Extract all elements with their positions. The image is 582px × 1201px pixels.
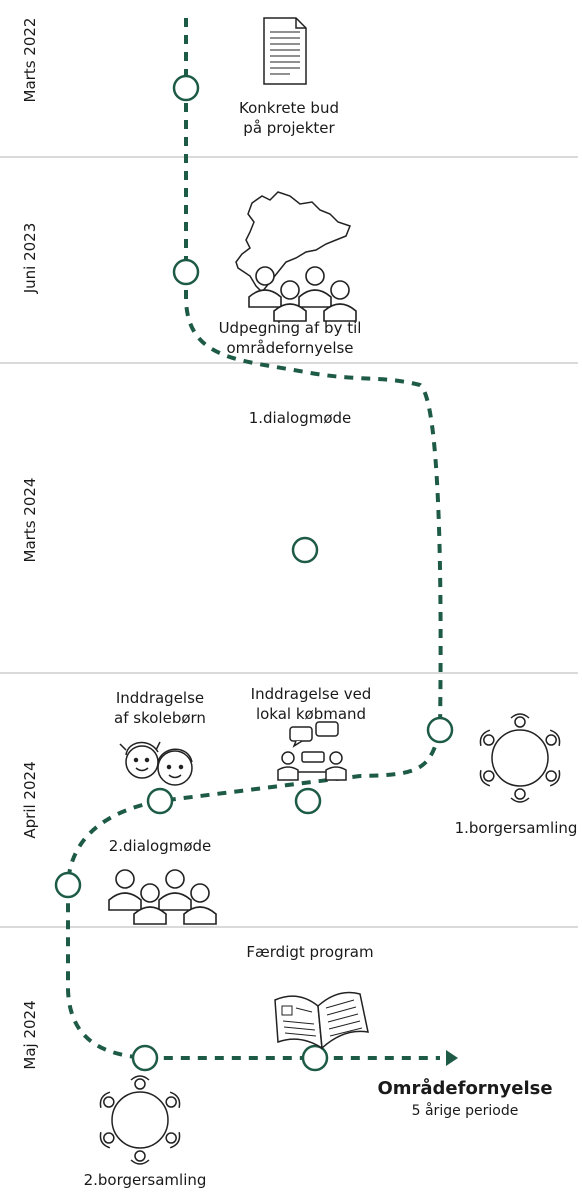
milestone-label: 1.borgersamling (454, 819, 578, 837)
milestone-label: Inddragelse ved lokal købmand (250, 685, 372, 723)
milestone-label: Konkrete bud på projekter (239, 99, 339, 137)
milestone-label: Færdigt program (246, 943, 374, 961)
milestone-node (172, 74, 200, 102)
final-title: Områdefornyelse (377, 1078, 553, 1099)
milestone-node (294, 787, 322, 815)
milestone-node (301, 1044, 329, 1072)
milestone-label: Udpegning af by til områdefornyelse (218, 319, 362, 357)
map-outline-icon (235, 191, 351, 294)
people-group-icon (248, 266, 357, 322)
milestone-node (172, 258, 200, 286)
milestone-node (54, 871, 82, 899)
milestone-node (131, 1044, 159, 1072)
period-label: Marts 2022 (21, 17, 39, 103)
milestone-node (146, 787, 174, 815)
period-label: April 2024 (21, 761, 39, 839)
open-book-icon (274, 991, 369, 1050)
kids-faces-icon (119, 741, 193, 786)
timeline-path (66, 18, 443, 1060)
milestone-label: Inddragelse af skolebørn (114, 689, 206, 727)
final-subtitle: 5 årige periode (411, 1103, 519, 1119)
conversation-icon (277, 721, 347, 781)
milestone-node (426, 716, 454, 744)
milestone-node (291, 536, 319, 564)
period-label: Marts 2024 (21, 477, 39, 563)
round-table-icon (479, 713, 561, 803)
document-icon (263, 17, 307, 85)
milestone-label: 1.dialogmøde (248, 409, 352, 427)
milestone-nodes (54, 74, 454, 1072)
milestone-label: 2.dialogmøde (108, 837, 212, 855)
arrow-head-icon (446, 1050, 458, 1066)
period-label: Maj 2024 (21, 1000, 39, 1070)
milestone-label: 2.borgersamling (83, 1171, 207, 1189)
round-table-icon (99, 1075, 181, 1165)
people-group-icon (108, 869, 217, 925)
period-dividers (0, 156, 578, 928)
period-label: Juni 2023 (21, 222, 39, 294)
